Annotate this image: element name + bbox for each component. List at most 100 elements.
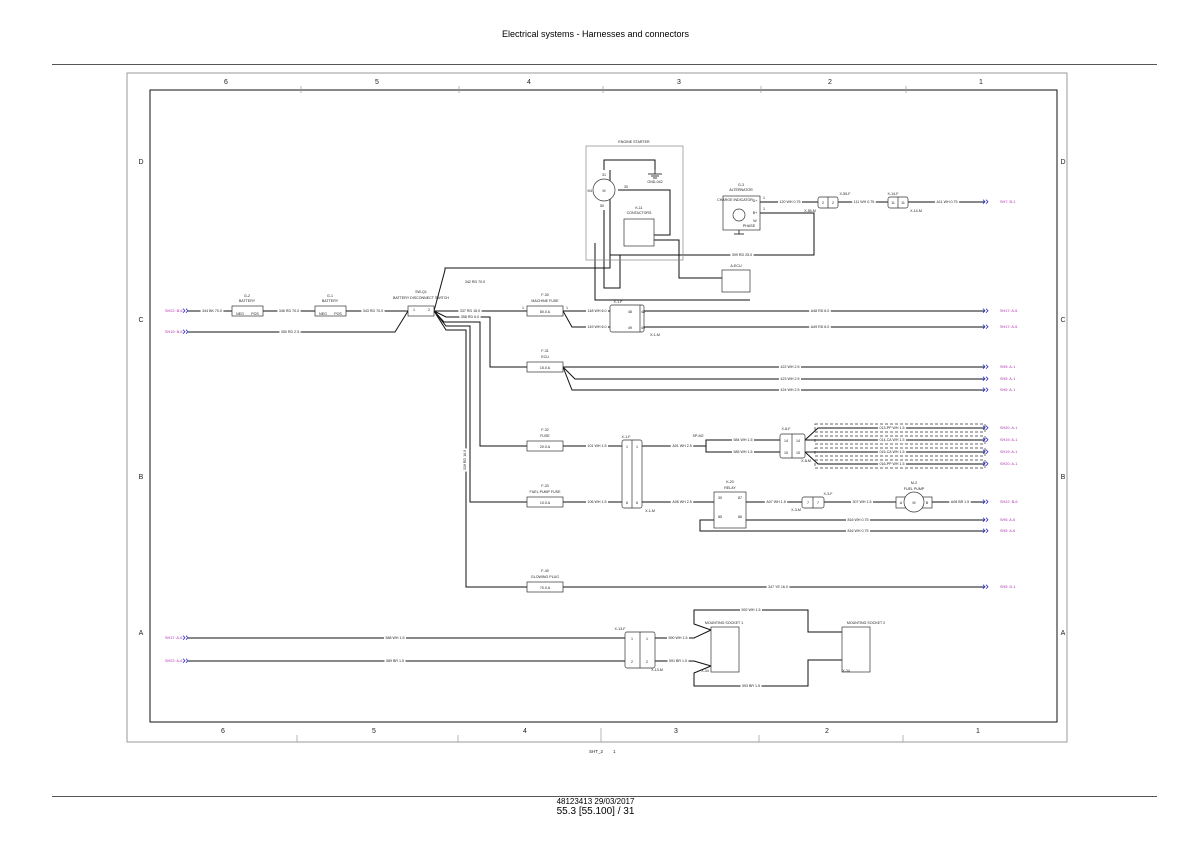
wire-label-bg bbox=[670, 443, 694, 449]
label: 1 bbox=[631, 637, 633, 641]
label: NEG bbox=[319, 312, 327, 316]
ref-link[interactable]: SH5: D-1 bbox=[1000, 585, 1016, 589]
double-chevron-icon bbox=[182, 329, 189, 334]
ref-link[interactable]: SH5: A-6 bbox=[1000, 529, 1015, 533]
ref-link[interactable]: SH5: A-6 bbox=[1000, 518, 1015, 522]
connector-x8 bbox=[779, 433, 806, 459]
wire-label: 589 BR 1.5 bbox=[386, 659, 404, 663]
label: 85 bbox=[718, 515, 722, 519]
fuse-f40 bbox=[526, 581, 564, 593]
ref-link[interactable]: SH7: B-1 bbox=[1000, 200, 1015, 204]
label: BATTERY bbox=[322, 299, 339, 303]
wire-label: 120 WH 0.75 bbox=[780, 200, 801, 204]
battery-g2 bbox=[231, 305, 264, 317]
label: 30 bbox=[624, 185, 628, 189]
wire-label: 344 BK 70.0 bbox=[202, 309, 222, 313]
wire-label: A48 RD 6.0 bbox=[811, 309, 830, 313]
label: ALTERNATOR bbox=[729, 188, 753, 192]
ref-link[interactable]: SH5: A-1 bbox=[1000, 365, 1015, 369]
ref-link[interactable]: SH19: A-1 bbox=[1000, 438, 1017, 442]
ref-link[interactable]: SH17: A-6 bbox=[1000, 325, 1017, 329]
wire-label: A49 RD 6.0 bbox=[811, 325, 830, 329]
ground-icon bbox=[648, 170, 744, 235]
wire-label: 350 RD 2.5 bbox=[281, 330, 299, 334]
ref-link[interactable]: SH19: A-1 bbox=[1000, 450, 1017, 454]
wire-label-bg bbox=[279, 329, 301, 335]
label: PHASE bbox=[743, 224, 756, 228]
col-label: 2 bbox=[828, 79, 832, 86]
col-label: 1 bbox=[979, 79, 983, 86]
wire-label: 101 WH 1.5 bbox=[588, 444, 607, 448]
ref-link[interactable]: SH20: A-1 bbox=[1000, 426, 1017, 430]
ref-link[interactable]: SH22: B-6 bbox=[1000, 500, 1018, 504]
ref-link[interactable]: SH5: A-1 bbox=[1000, 388, 1015, 392]
ref-link[interactable]: SH22: B-6 bbox=[165, 309, 183, 313]
label: 2 bbox=[631, 660, 633, 664]
sheet-id: SHT_2 1 bbox=[589, 749, 616, 754]
ref-link[interactable]: SH5: A-1 bbox=[1000, 377, 1015, 381]
label: X-34 bbox=[701, 669, 709, 673]
label: 1 bbox=[626, 445, 628, 449]
wire-label: 816 WH 0.75 bbox=[848, 529, 869, 533]
wire-label: 337 RD 16.0 bbox=[460, 309, 480, 313]
row-label: C bbox=[138, 317, 143, 324]
label: X-34 bbox=[842, 669, 850, 673]
label: GLOWING PLUG bbox=[531, 575, 559, 579]
fuse-f33 bbox=[526, 496, 564, 508]
label: 1 bbox=[566, 306, 568, 310]
label: X-55-F bbox=[840, 192, 852, 196]
double-chevron-icon bbox=[982, 376, 989, 381]
sheet-number: 1 bbox=[613, 749, 616, 754]
label: X-3-F bbox=[824, 492, 834, 496]
ref-link[interactable]: SH17: A-6 bbox=[1000, 309, 1017, 313]
shield-lines bbox=[814, 423, 986, 469]
label: 2 bbox=[646, 660, 648, 664]
sheet-references: SH22: B-6 SH19: B-6 SH17: A-6 SH22: A-6 … bbox=[165, 200, 1018, 663]
wire-label-bg bbox=[878, 461, 906, 467]
fuse-f30 bbox=[526, 305, 564, 317]
wire-label: 149 WH 6.0 bbox=[588, 325, 607, 329]
label: X-1-F bbox=[614, 300, 624, 304]
label: NEG bbox=[236, 312, 244, 316]
double-chevron-icon bbox=[982, 387, 989, 392]
col-label: 3 bbox=[674, 728, 678, 735]
label: G-3 bbox=[738, 183, 744, 187]
wire-label: 593 BR 1.5 bbox=[742, 684, 760, 688]
label: K-11 bbox=[635, 206, 642, 210]
wire-label-bg bbox=[766, 584, 790, 590]
wire-label: 424 WH 2.5 bbox=[781, 388, 800, 392]
label: G-2 bbox=[244, 294, 250, 298]
wire-label-bg bbox=[740, 683, 762, 689]
row-label: C bbox=[1060, 317, 1065, 324]
wire-label-bg bbox=[779, 364, 801, 370]
wire-label: 423 WH 2.5 bbox=[781, 377, 800, 381]
wire-label-bg bbox=[809, 324, 831, 330]
label: B bbox=[926, 501, 929, 505]
label: X-1-M bbox=[650, 333, 660, 337]
label: 1 bbox=[646, 637, 648, 641]
wire-label: A06 WH 2.5 bbox=[672, 500, 691, 504]
label: 49 bbox=[641, 326, 645, 330]
wire-label-bg bbox=[778, 199, 802, 205]
wire-label-bg bbox=[463, 279, 487, 285]
wire-label: 111 WH 0.75 bbox=[854, 200, 874, 204]
mounting-socket-1 bbox=[710, 626, 740, 673]
wire-label: 307 WH 1.5 bbox=[853, 500, 872, 504]
page-ref: 55.3 [55.100] / 31 bbox=[556, 806, 635, 817]
ref-link[interactable]: SH20: A-1 bbox=[1000, 462, 1017, 466]
wire-label: 016-PP WH 1.5 bbox=[880, 462, 905, 466]
relay-k20 bbox=[713, 491, 747, 529]
wire-label: 148 WH 6.0 bbox=[588, 309, 607, 313]
wire-label: 342 RD 70.0 bbox=[465, 280, 485, 284]
double-chevron-icon bbox=[182, 635, 189, 640]
label: 48 bbox=[628, 310, 632, 314]
label: A bbox=[900, 501, 903, 505]
label: X-55-M bbox=[804, 209, 816, 213]
ref-link[interactable]: SH22: A-6 bbox=[165, 659, 182, 663]
column-labels: 6 5 4 3 2 1 6 5 4 3 2 1 bbox=[221, 79, 983, 735]
ref-link[interactable]: SH19: B-6 bbox=[165, 330, 183, 334]
col-label: 6 bbox=[221, 728, 225, 735]
ref-link[interactable]: SH17: A-6 bbox=[165, 636, 182, 640]
label: M-2 bbox=[911, 481, 917, 485]
label: FUSE bbox=[540, 434, 550, 438]
